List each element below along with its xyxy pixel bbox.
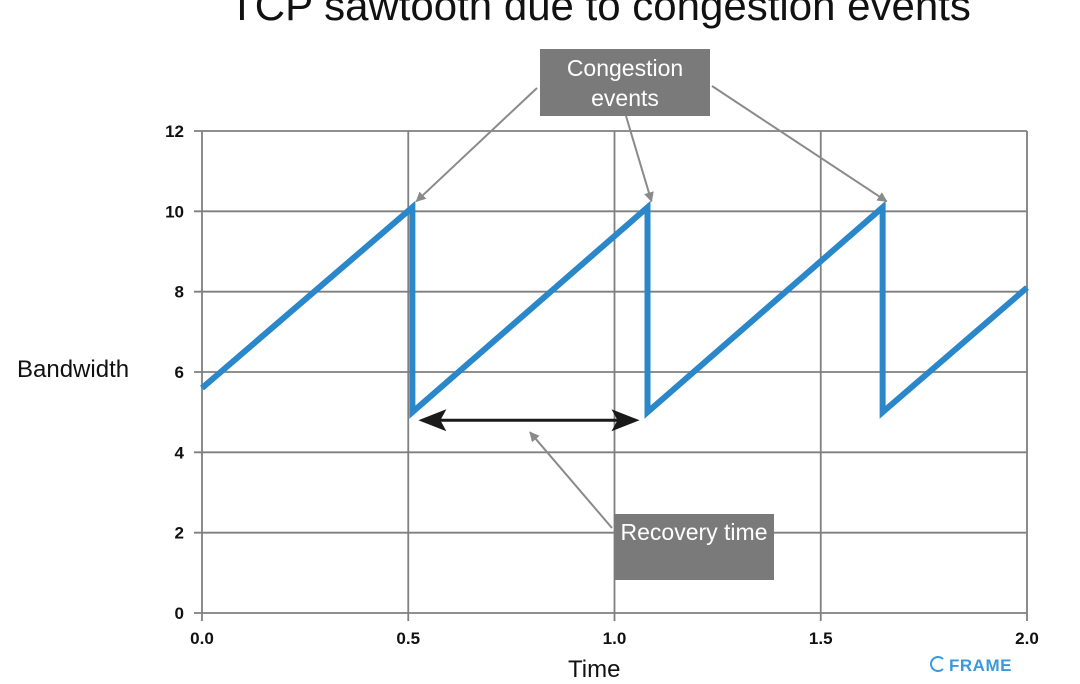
logo-icon xyxy=(930,656,946,672)
congestion-arrow xyxy=(711,85,888,203)
x-tick-label: 0.5 xyxy=(396,629,420,648)
y-tick-label: 8 xyxy=(175,283,184,302)
y-axis-label: Bandwidth xyxy=(17,356,130,383)
x-tick-label: 1.5 xyxy=(809,629,833,648)
congestion-arrow xyxy=(415,87,538,203)
congestion-callout: Congestion events xyxy=(540,49,710,116)
x-tick-label: 1.0 xyxy=(603,629,627,648)
recovery-pointer-arrow xyxy=(529,431,613,529)
annotations xyxy=(415,85,888,529)
recovery-callout: Recovery time xyxy=(614,514,774,580)
sawtooth-line xyxy=(200,200,1029,419)
x-axis-label: Time xyxy=(568,656,621,683)
y-tick-label: 10 xyxy=(165,202,184,221)
congestion-callout-text: Congestion events xyxy=(566,55,684,111)
page-title: TCP sawtooth due to congestion events xyxy=(229,0,971,29)
grid xyxy=(194,130,1028,621)
recovery-arrow-head-right xyxy=(611,409,640,432)
recovery-arrow-head-left xyxy=(418,409,447,432)
logo-text: FRAME xyxy=(949,656,1012,675)
y-tick-label: 4 xyxy=(175,443,185,462)
frame-logo: FRAME xyxy=(930,656,1012,676)
x-tick-label: 2.0 xyxy=(1015,629,1039,648)
y-tick-label: 6 xyxy=(175,363,184,382)
y-tick-label: 0 xyxy=(175,604,184,623)
y-tick-label: 12 xyxy=(165,122,184,141)
congestion-arrow xyxy=(625,115,654,203)
series xyxy=(200,200,1029,419)
tick-labels: 0 2 4 6 8 10 12 0.0 0.5 1.0 1.5 2.0 xyxy=(165,122,1039,648)
recovery-callout-text: Recovery time xyxy=(620,519,768,545)
y-tick-label: 2 xyxy=(175,524,184,543)
x-tick-label: 0.0 xyxy=(190,629,214,648)
